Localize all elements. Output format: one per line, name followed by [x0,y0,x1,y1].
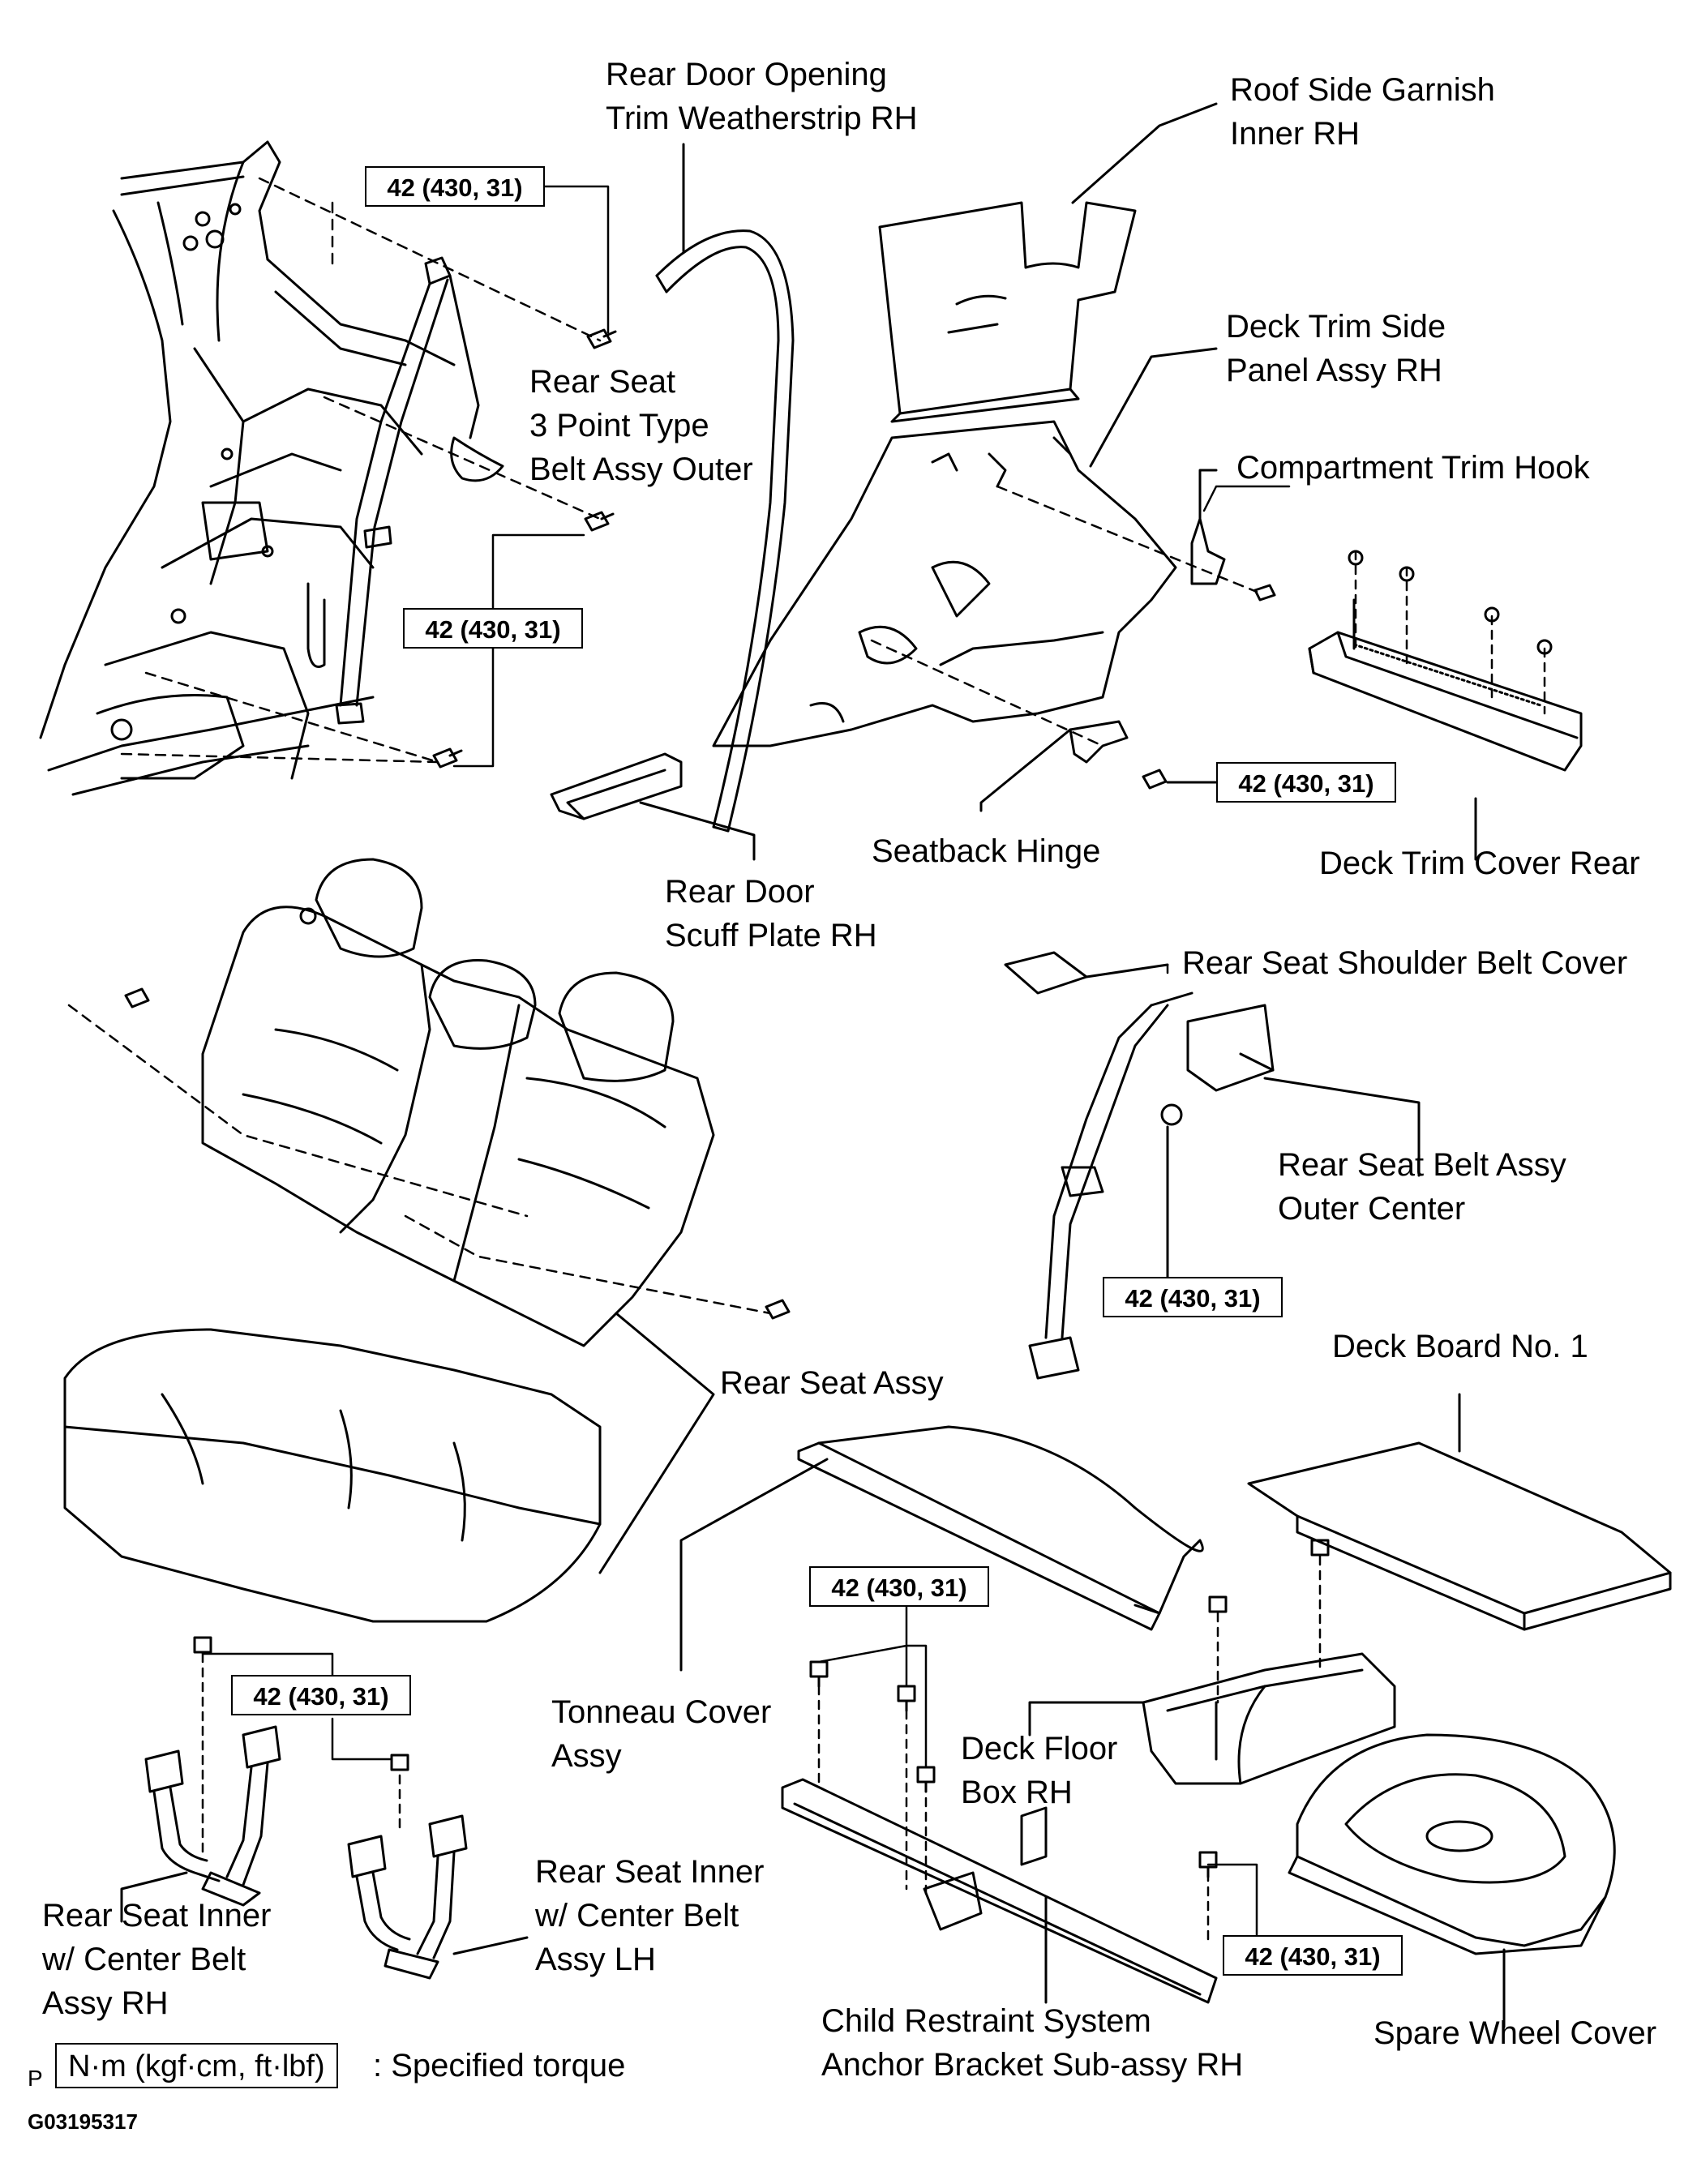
deck-trim-cover-art [1308,598,1583,861]
inner-belt-torque-leaders [201,1652,393,1761]
label-rear-seat-3pt-line2: 3 Point Type [529,408,709,443]
label-child-restraint-line2: Anchor Bracket Sub-assy RH [821,2047,1244,2083]
torque-box-outer-center-belt: 42 (430, 31) [1103,1277,1283,1317]
label-inner-lh-line2: w/ Center Belt [535,1898,739,1933]
belt-bolts [432,328,617,769]
label-rear-seat-3pt-line1: Rear Seat [529,364,676,400]
label-roof-side-garnish-line1: Roof Side Garnish [1230,72,1495,108]
label-tonneau-line1: Tonneau Cover [551,1694,772,1730]
torque-box-belt-upper: 42 (430, 31) [365,166,545,207]
deck-panel-dash-leaders [870,485,1258,747]
label-roof-side-garnish-line2: Inner RH [1230,116,1361,152]
deck-trim-side-panel-art [712,347,1218,747]
child-restraint-art [781,1778,1218,2004]
label-deck-trim-cover-rear: Deck Trim Cover Rear [1319,846,1640,881]
inner-belt-dash-leaders [201,1652,401,1858]
bracket-torque-leaders [817,1604,1258,1939]
label-deck-board: Deck Board No. 1 [1332,1329,1588,1364]
inner-belt-bolts [193,1636,409,1771]
label-rear-door-opening-line1: Rear Door Opening [606,57,887,92]
rear-seat-3pt-belt-art [335,256,504,725]
seat-dash-leaders [67,1004,772,1315]
bracket-bolts [809,1660,1218,1878]
inner-center-belts-art [120,1725,529,1980]
label-inner-lh-line1: Rear Seat Inner [535,1854,765,1890]
label-outer-center-belt-line2: Outer Center [1278,1191,1466,1227]
label-deck-trim-side-line2: Panel Assy RH [1226,353,1442,388]
deck-floor-box-art [1028,1652,1396,1785]
legend-unit-box: N·m (kgf·cm, ft·lbf) [55,2043,338,2088]
scuff-plate-art [550,752,756,861]
torque-box-belt-lower: 42 (430, 31) [403,608,583,649]
label-outer-center-belt-line1: Rear Seat Belt Assy [1278,1147,1566,1183]
label-inner-rh-line1: Rear Seat Inner [42,1898,272,1933]
label-deck-floor-box-line1: Deck Floor [961,1731,1118,1766]
label-child-restraint-line1: Child Restraint System [821,2003,1151,2039]
label-deck-floor-box-line2: Box RH [961,1775,1073,1810]
spare-wheel-cover-art [1288,1733,1616,2028]
outer-center-belt-art [1004,951,1421,1380]
cover-clips [1348,550,1553,655]
label-inner-lh-line3: Assy LH [535,1942,656,1977]
legend-prefix: P [28,2066,43,2091]
torque-box-inner-belt: 42 (430, 31) [231,1675,411,1715]
label-spare-wheel-cover: Spare Wheel Cover [1373,2015,1657,2051]
figure-code: G03195317 [28,2109,138,2134]
label-rear-door-opening-line2: Trim Weatherstrip RH [606,101,918,136]
label-leaders [1166,485,1291,974]
weatherstrip-art [655,143,795,833]
rear-seat-assy-art [63,858,715,1623]
label-compartment-trim-hook: Compartment Trim Hook [1236,450,1590,486]
label-scuff-plate-line1: Rear Door [665,874,815,910]
belt-dash-leaders [120,177,602,764]
label-rear-seat-assy: Rear Seat Assy [720,1365,944,1401]
bracket-dash-leaders [817,1685,1210,1947]
tonneau-cover-art [679,1425,1204,1672]
roof-side-garnish-art [878,102,1218,423]
floor-box-dash-leaders [1216,1555,1322,1704]
label-deck-trim-side-line1: Deck Trim Side [1226,309,1446,345]
deck-board-art [1247,1393,1672,1631]
label-inner-rh-line3: Assy RH [42,1985,169,2021]
label-rear-seat-3pt-line3: Belt Assy Outer [529,452,753,487]
torque-box-seatback-hinge: 42 (430, 31) [1216,762,1396,803]
seatback-hinge-art [979,720,1218,812]
label-scuff-plate-line2: Scuff Plate RH [665,918,877,953]
label-tonneau-line2: Assy [551,1738,622,1774]
body-side-panel-art [39,140,456,796]
label-inner-rh-line2: w/ Center Belt [42,1942,246,1977]
compartment-trim-hook-art [1190,469,1276,602]
label-shoulder-belt-cover: Rear Seat Shoulder Belt Cover [1182,945,1628,981]
torque-box-bracket-upper: 42 (430, 31) [809,1566,989,1607]
legend-text: : Specified torque [373,2048,626,2083]
label-seatback-hinge: Seatback Hinge [872,833,1101,869]
seat-bolts [124,907,791,1320]
floor-box-bolts [1208,1539,1330,1613]
torque-box-bracket-right: 42 (430, 31) [1223,1935,1403,1976]
cover-clip-dashes [1354,550,1546,715]
